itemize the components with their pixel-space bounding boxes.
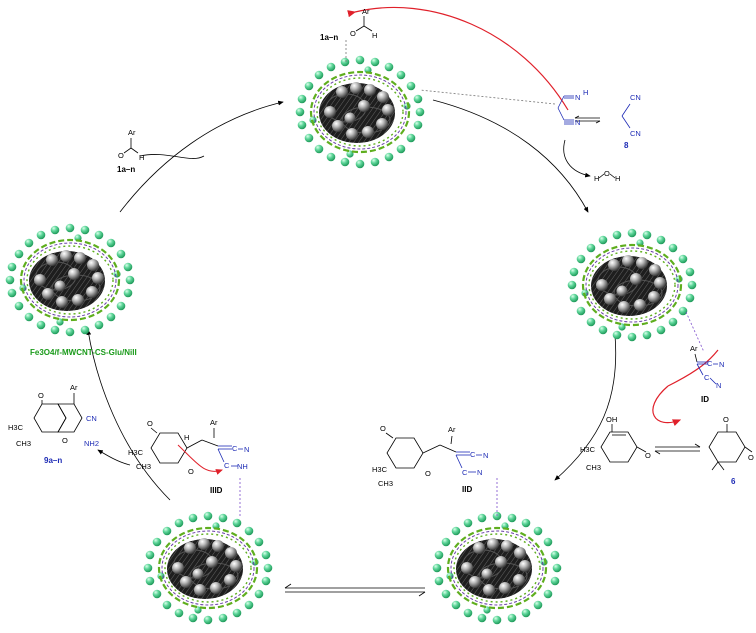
aldehyde-left-structure: Ar O H 1a–n <box>117 128 144 174</box>
atom-c: C <box>462 468 468 477</box>
atom-o: O <box>118 151 124 160</box>
nanocatalyst-particle-icon <box>294 54 426 170</box>
intermediate-ID-structure: Ar C N C N ID <box>690 344 724 404</box>
atom-c: C <box>224 461 230 470</box>
label-aldehyde-left: 1a–n <box>117 165 135 174</box>
activated-malononitrile-structure: N H N <box>557 88 588 127</box>
label-intermediate-IID: IID <box>462 485 472 494</box>
atom-n: N <box>719 360 724 369</box>
atom-c: C <box>704 373 710 382</box>
cycle-arrows <box>86 6 719 597</box>
atom-o: O <box>748 453 754 462</box>
nanocatalyst-particle-icon <box>566 227 698 343</box>
atom-ar: Ar <box>210 418 218 427</box>
aldehyde-top-structure: Ar O H 1a–n <box>320 7 377 42</box>
atom-ar: Ar <box>690 344 698 353</box>
dimedone-enol-structure: OH O H3C CH3 <box>580 415 651 472</box>
atom-ch3: CH3 <box>16 439 31 448</box>
atom-h: H <box>372 31 377 40</box>
intermediate-IIID-structure: O O H H3C CH3 Ar C N C NH IIID <box>128 418 249 495</box>
nanocatalyst-particle-icon <box>4 222 136 338</box>
malononitrile-structure: CN CN 8 <box>621 93 641 150</box>
atom-n: N <box>483 451 488 460</box>
nanocatalyst-particle-icon <box>431 510 563 626</box>
atom-o: O <box>425 469 431 478</box>
atom-nh: NH <box>237 462 248 471</box>
atom-o: O <box>147 419 153 428</box>
atom-h3c: H3C <box>128 448 144 457</box>
product-structure: O Ar CN NH2 O H3C CH3 9a–n <box>8 383 99 465</box>
label-intermediate-ID: ID <box>701 395 709 404</box>
atom-o: O <box>38 391 44 400</box>
atom-ar: Ar <box>70 383 78 392</box>
atom-h3c: H3C <box>8 423 24 432</box>
atom-ch3: CH3 <box>136 462 151 471</box>
atom-ch3: CH3 <box>378 479 393 488</box>
atom-n: N <box>575 118 580 127</box>
label-aldehyde-top: 1a–n <box>320 33 338 42</box>
atom-o: O <box>723 415 729 424</box>
product-release-arrow <box>97 449 131 466</box>
atom-h3c: H3C <box>580 445 596 454</box>
atom-cn: CN <box>630 93 641 102</box>
atom-h: H <box>184 433 189 442</box>
label-malononitrile: 8 <box>624 141 629 150</box>
atom-c: C <box>707 359 713 368</box>
atom-h3c: H3C <box>372 465 388 474</box>
atom-c: C <box>470 450 476 459</box>
atom-o: O <box>188 467 194 476</box>
water-release-arrow <box>563 139 591 178</box>
label-catalyst: Fe3O4/f-MWCNT-CS-Glu/NiII <box>30 348 137 357</box>
label-dimedone: 6 <box>731 477 736 486</box>
atom-h: H <box>583 88 588 97</box>
atom-n: N <box>575 93 580 102</box>
atom-n: N <box>716 381 721 390</box>
atom-h: H <box>139 153 144 162</box>
atom-o: O <box>350 29 356 38</box>
nanocatalyst-particle-icon <box>142 510 274 626</box>
nucleophilic-attack-arrow <box>347 6 569 111</box>
atom-c: C <box>232 444 238 453</box>
label-intermediate-IIID: IIID <box>210 486 223 495</box>
atom-h: H <box>594 174 599 183</box>
atom-ar: Ar <box>448 425 456 434</box>
atom-oh: OH <box>606 415 617 424</box>
atom-nh2: NH2 <box>84 439 99 448</box>
aldehyde-input-curve <box>139 154 205 159</box>
atom-o: O <box>645 451 651 460</box>
atom-o: O <box>604 169 610 178</box>
atom-ar: Ar <box>128 128 136 137</box>
dimedone-structure: O O 6 <box>708 415 754 486</box>
atom-n: N <box>477 468 482 477</box>
atom-cn: CN <box>86 414 97 423</box>
atom-ch3: CH3 <box>586 463 601 472</box>
atom-cn: CN <box>630 129 641 138</box>
intermediate-IID-structure: O O H3C CH3 Ar C N C N IID <box>372 424 488 494</box>
atom-h: H <box>615 174 620 183</box>
atom-n: N <box>244 445 249 454</box>
atom-ar: Ar <box>362 7 370 16</box>
atom-o: O <box>62 436 68 445</box>
atom-o: O <box>380 424 386 433</box>
michael-addition-arrow <box>652 385 682 427</box>
label-product: 9a–n <box>44 456 62 465</box>
water-structure: H O H <box>594 169 620 183</box>
